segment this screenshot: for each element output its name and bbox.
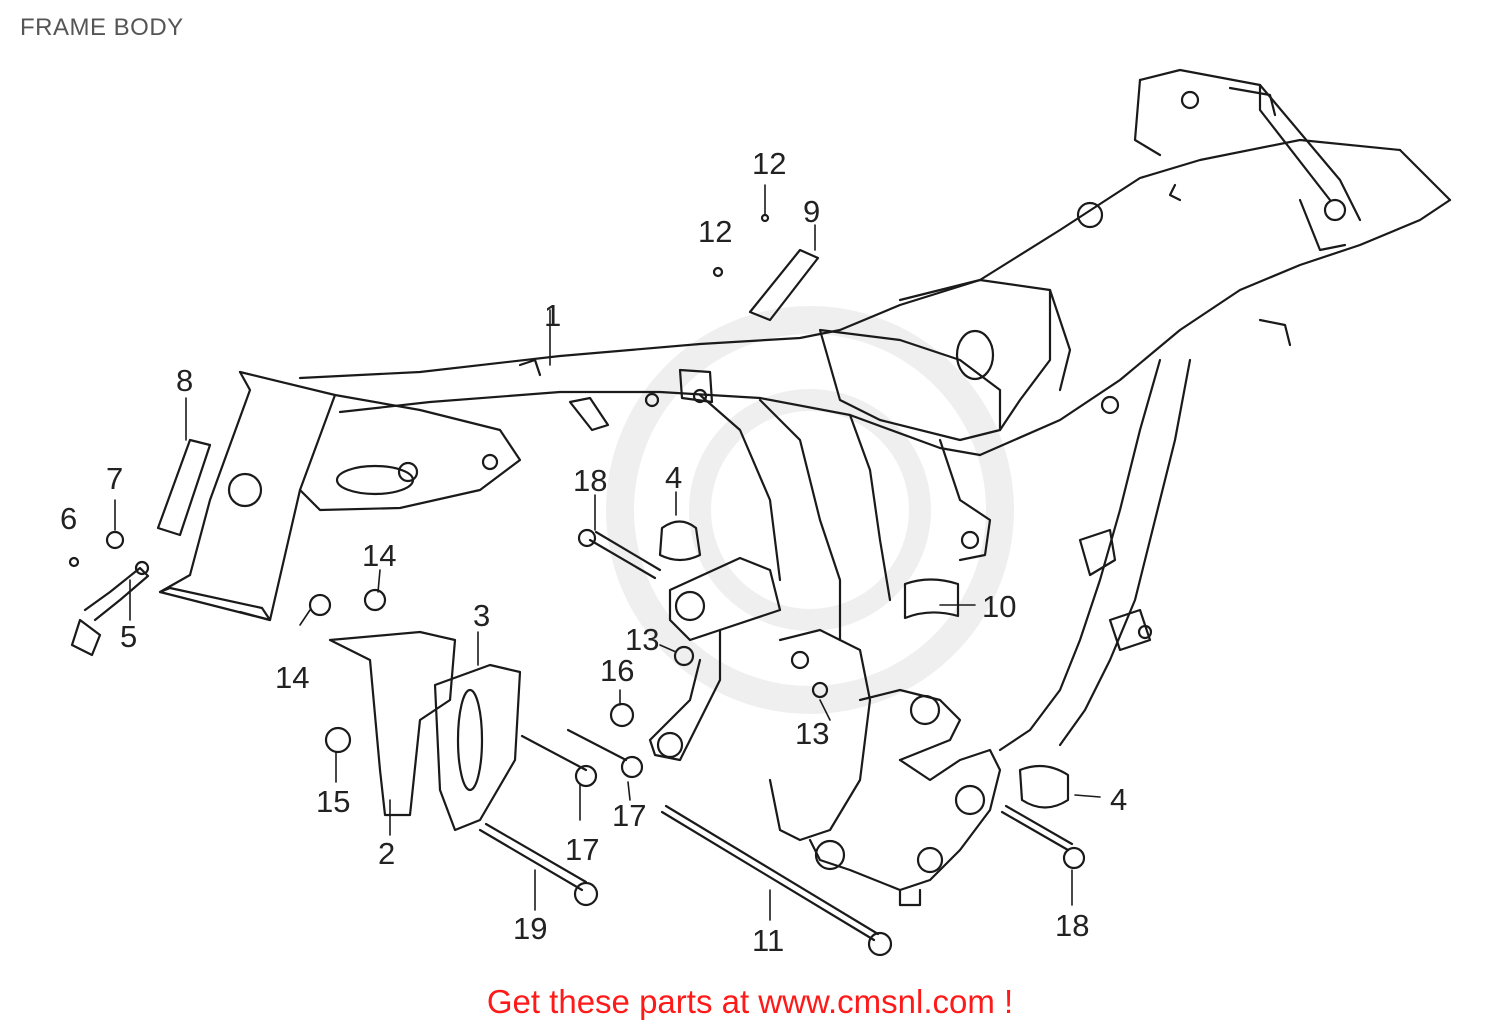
part-5-lock [70, 560, 150, 657]
part-17-nut [620, 755, 644, 779]
main-frame [158, 68, 1452, 907]
callout-18-right: 18 [1055, 908, 1090, 943]
part-4-grommet-lower [1018, 764, 1070, 809]
leader-lines [114, 184, 1101, 921]
watermark-logo [606, 306, 1014, 714]
part-9-pad [748, 248, 820, 322]
callout-17-left: 17 [565, 832, 600, 867]
part-14-nut-lower [308, 593, 332, 617]
callout-15: 15 [316, 784, 351, 819]
callout-3: 3 [473, 598, 491, 633]
part-18-bolt-left [577, 528, 662, 580]
callout-12-lower: 12 [698, 214, 733, 249]
callout-14-upper: 14 [362, 538, 397, 573]
callout-8: 8 [176, 363, 194, 398]
part-3-plate [433, 663, 522, 832]
callout-10: 10 [982, 589, 1017, 624]
part-16-nut [609, 702, 635, 728]
part-10-band [903, 578, 960, 620]
callout-14-lower: 14 [275, 660, 310, 695]
part-6-screw [68, 556, 80, 568]
callout-17-right: 17 [612, 798, 647, 833]
callout-19: 19 [513, 911, 548, 946]
part-3-slot [456, 688, 484, 792]
callout-2: 2 [378, 836, 396, 871]
part-17-bolt [520, 734, 598, 788]
callout-5: 5 [120, 619, 138, 654]
callout-13-left: 13 [625, 622, 660, 657]
page-title: FRAME BODY [20, 14, 184, 41]
callout-16: 16 [600, 653, 635, 688]
callout-18-left: 18 [573, 463, 608, 498]
callout-4-upper: 4 [665, 460, 683, 495]
part-4-grommet-upper [658, 520, 702, 562]
part-17-rod [566, 728, 628, 762]
callout-7: 7 [106, 461, 124, 496]
callout-1: 1 [544, 298, 562, 333]
footer-link[interactable]: Get these parts at www.cmsnl.com ! [486, 983, 1014, 1020]
part-8-pad [156, 438, 212, 537]
part-7-nut [105, 530, 125, 550]
part-2-bracket [328, 630, 457, 817]
part-11-bolt [660, 804, 893, 957]
callout-6: 6 [60, 501, 78, 536]
callout-9: 9 [803, 194, 821, 229]
callout-13-right: 13 [795, 716, 830, 751]
callout-12-upper: 12 [752, 146, 787, 181]
part-12-screw-lower [712, 266, 724, 278]
part-12-screw-upper [760, 213, 770, 223]
part-13-nut [673, 645, 695, 667]
callout-4-lower: 4 [1110, 782, 1128, 817]
callout-11: 11 [752, 923, 785, 958]
part-14-nut-upper [363, 588, 387, 612]
part-19-bolt [478, 822, 599, 907]
part-18-bolt-right [1000, 804, 1086, 870]
part-15-nut [324, 726, 352, 754]
